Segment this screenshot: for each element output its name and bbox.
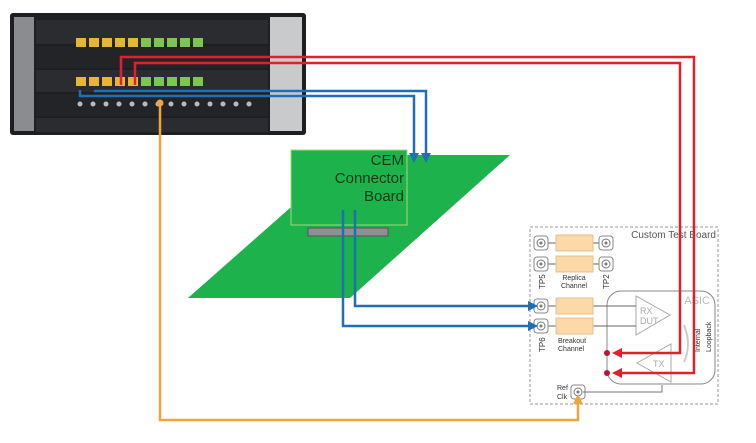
instrument-port — [167, 77, 177, 86]
instrument-port — [89, 77, 99, 86]
breakout-label-2: Channel — [558, 346, 585, 353]
replica-label-2: Channel — [561, 283, 588, 290]
sma-connector-ring — [601, 259, 611, 269]
orange-refclk-cable — [158, 103, 580, 422]
asic-block — [606, 290, 716, 385]
cem-label-2: Connector — [335, 170, 404, 187]
asic-label: ASIC — [684, 295, 710, 307]
refclk-trace — [583, 385, 663, 393]
tx-label: TX — [653, 359, 665, 369]
sma-connector-ring — [536, 259, 546, 269]
instrument-port — [246, 101, 252, 107]
sma-connector-ring — [601, 238, 611, 248]
tp5-label: TP5 — [538, 274, 547, 289]
blue-arrowheads — [409, 153, 538, 331]
instrument-port — [116, 101, 122, 107]
instrument-port — [141, 77, 151, 86]
refclk-label-1: Ref — [557, 385, 568, 392]
instrument-port — [102, 38, 112, 47]
internal-loopback-arrow — [683, 324, 689, 363]
instrument-port — [193, 38, 203, 47]
instrument-port — [115, 38, 125, 47]
instrument-port — [193, 77, 203, 86]
sma-connector-pin — [539, 262, 543, 266]
custom-test-board — [529, 226, 719, 405]
instrument-port — [128, 38, 138, 47]
instrument-port — [154, 38, 164, 47]
instrument-port — [180, 77, 190, 86]
instrument-port — [167, 38, 177, 47]
sma-connector-pin — [604, 241, 608, 245]
sma-connector-pin — [539, 304, 543, 308]
red-arrowheads — [612, 348, 622, 378]
tp6-label: TP6 — [538, 337, 547, 352]
sma-connector-pin — [539, 241, 543, 245]
cem-connector-board — [290, 149, 408, 226]
instrument-port — [77, 101, 83, 107]
loopback-label-1: Internal — [695, 328, 702, 352]
instrument-port — [103, 101, 109, 107]
rx-dut-amplifier — [635, 295, 672, 336]
instrument-port — [154, 77, 164, 86]
replica-channel — [541, 234, 605, 273]
cem-connector-slot — [307, 227, 389, 237]
instrument-port — [129, 101, 135, 107]
cem-label-3: Board — [364, 188, 404, 205]
breakout-channel — [541, 297, 636, 335]
instrument-port — [90, 101, 96, 107]
instrument-port — [89, 38, 99, 47]
instrument-port — [141, 38, 151, 47]
replica-label-1: Replica — [562, 275, 585, 282]
cem-label-1: CEM — [371, 152, 404, 169]
green-board-plane — [188, 155, 510, 298]
rx-label-2: DUT — [640, 316, 659, 326]
refclk-label-2: Clk — [557, 394, 568, 401]
breakout-label-1: Breakout — [558, 338, 586, 345]
instrument-port — [102, 77, 112, 86]
instrument-port — [207, 101, 213, 107]
instrument-port — [233, 101, 239, 107]
instrument-port — [168, 101, 174, 107]
sma-connector-pin — [539, 324, 543, 328]
test-board-title: Custom Test Board — [631, 230, 716, 241]
instrument-port — [128, 77, 138, 86]
orange-arrowhead — [573, 394, 583, 404]
instrument-port — [76, 77, 86, 86]
blue-cable-2 — [93, 89, 428, 160]
instrument-port — [142, 101, 148, 107]
loopback-label-2: Loopback — [706, 321, 713, 352]
sma-connector-ring — [536, 238, 546, 248]
blue-cable-4 — [353, 210, 535, 308]
blue-cable-1 — [78, 90, 416, 160]
red-cable-1 — [119, 55, 696, 375]
instrument-port — [194, 101, 200, 107]
instrument-port — [76, 38, 86, 47]
instrument-port — [180, 38, 190, 47]
rx-label-1: RX — [640, 306, 653, 316]
sma-connector-pin — [576, 390, 580, 394]
sma-connector-pin — [604, 262, 608, 266]
blue-cable-3 — [341, 210, 535, 328]
tp2-label: TP2 — [602, 274, 611, 289]
red-cable-2 — [133, 61, 682, 355]
instrument-port — [220, 101, 226, 107]
instrument-port — [181, 101, 187, 107]
instrument-chassis — [10, 13, 306, 135]
